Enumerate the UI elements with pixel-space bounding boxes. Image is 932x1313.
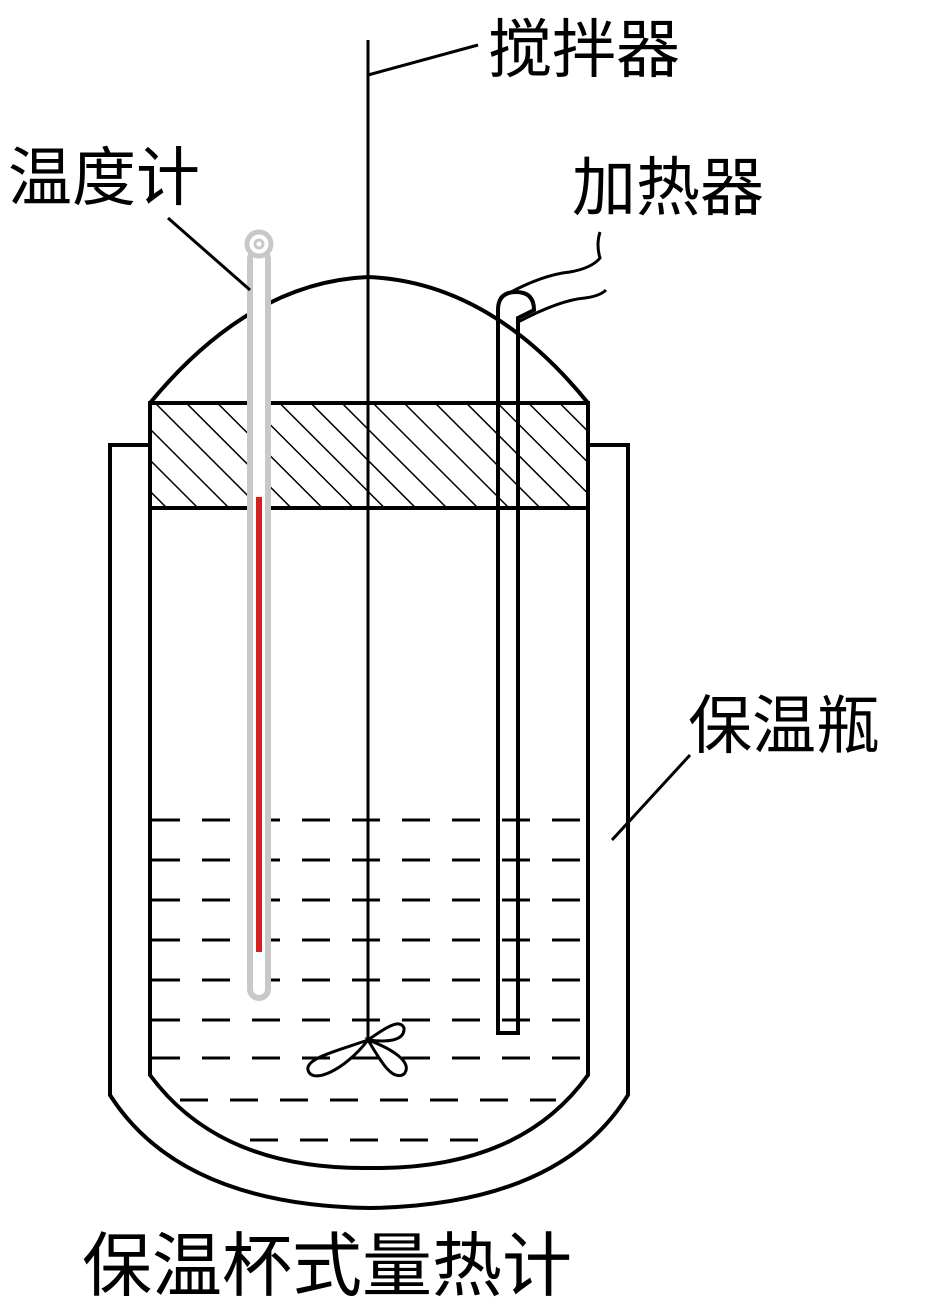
stirrer-leader: [367, 43, 479, 77]
stirrer-propeller: [306, 1022, 408, 1078]
heater: [496, 231, 608, 1035]
diagram-caption: 保温杯式量热计: [82, 1225, 572, 1307]
label-stirrer: 搅拌器: [488, 14, 680, 88]
insulated-flask-outer: [108, 443, 630, 1211]
label-flask: 保温瓶: [688, 690, 880, 764]
label-thermometer: 温度计: [8, 142, 200, 216]
flask-leader: [610, 753, 692, 842]
label-heater: 加热器: [572, 152, 764, 226]
thermometer-leader: [167, 216, 251, 292]
thermometer: [244, 229, 274, 1001]
